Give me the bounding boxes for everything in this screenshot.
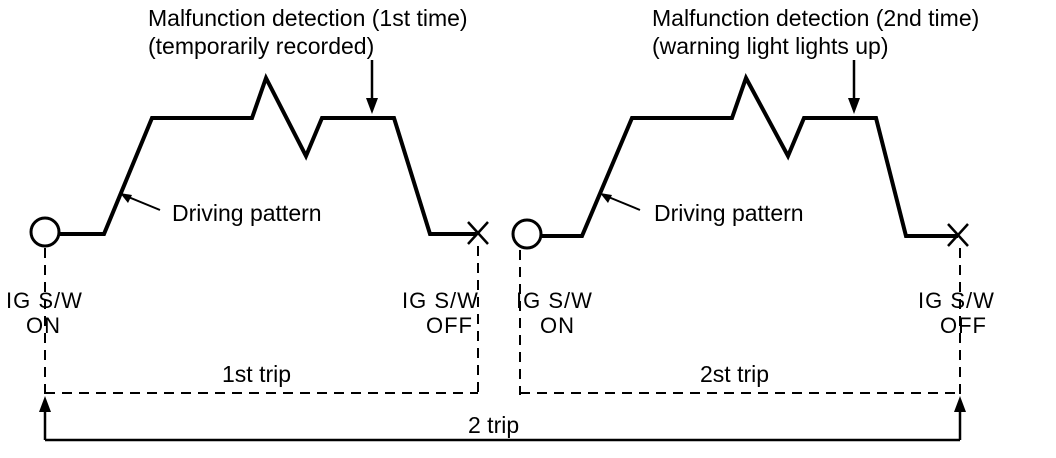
- trip-2-detection-arrowhead: [848, 98, 860, 114]
- trip-2-span-label: 2st trip: [700, 361, 769, 387]
- trip-1-ig-off-label-line1: IG S/W: [402, 288, 479, 313]
- trip-2-ig-on-circle: [511, 218, 543, 250]
- total-span-label: 2 trip: [468, 412, 519, 438]
- trip-2-detection-note: (warning light lights up): [652, 33, 889, 59]
- trip-2-pattern-pointer: [605, 195, 641, 211]
- trip-2-pattern-pointer-head: [600, 193, 612, 203]
- total-span-left-arrowhead: [39, 396, 51, 412]
- trip-1-ig-on-label-line1: IG S/W: [6, 288, 83, 313]
- trip-2-detection-title: Malfunction detection (2nd time): [652, 5, 979, 31]
- trip-1-pattern-pointer: [125, 195, 161, 211]
- trip-2-driving-pattern-line: [542, 73, 958, 238]
- trip-1-pattern-label: Driving pattern: [172, 200, 322, 226]
- trip-2-group: Malfunction detection (2nd time) (warnin…: [511, 5, 995, 395]
- trip-1-driving-pattern-line: [60, 72, 476, 236]
- trip-1-pattern-pointer-head: [120, 193, 132, 203]
- trip-1-group: Malfunction detection (1st time) (tempor…: [6, 5, 489, 395]
- trip-2-ig-off-cross: [947, 223, 969, 247]
- trip-1-ig-off-cross: [467, 221, 489, 245]
- trip-2-ig-on-label-line2: ON: [540, 313, 575, 338]
- total-span-right-arrowhead: [954, 396, 966, 412]
- trip-2-ig-on-label-line1: IG S/W: [516, 288, 593, 313]
- trip-1-detection-arrowhead: [366, 98, 378, 114]
- trip-1-detection-title: Malfunction detection (1st time): [148, 5, 468, 31]
- total-span-group: 2 trip: [39, 396, 966, 442]
- trip-1-ig-off-label-line2: OFF: [426, 313, 473, 338]
- trip-2-ig-off-label-line2: OFF: [940, 313, 987, 338]
- trip-2-pattern-label: Driving pattern: [654, 200, 804, 226]
- trip-1-ig-on-circle: [29, 216, 61, 248]
- trip-1-ig-on-label-line2: ON: [26, 313, 61, 338]
- trip-1-detection-note: (temporarily recorded): [148, 33, 374, 59]
- trip-2-ig-off-label-line1: IG S/W: [918, 288, 995, 313]
- trip-1-span-label: 1st trip: [222, 361, 291, 387]
